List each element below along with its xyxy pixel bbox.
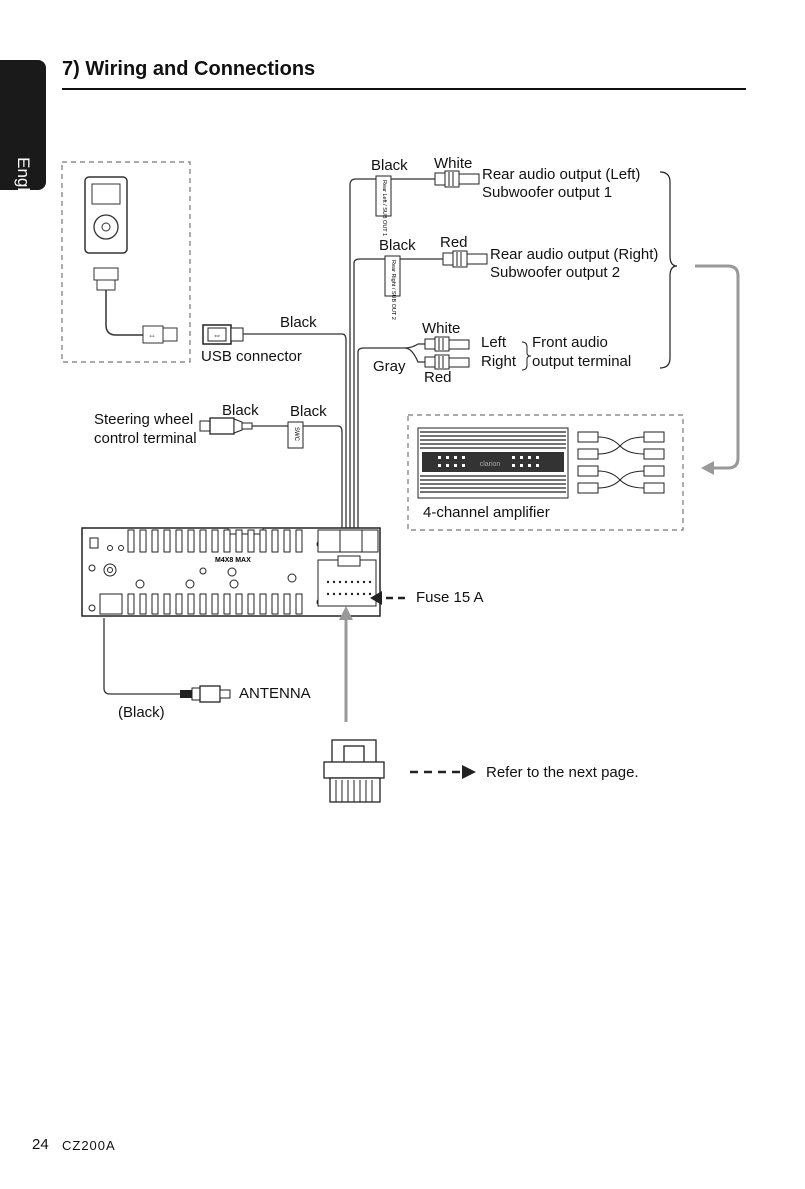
usb-connector-label: USB connector [201,348,302,365]
language-tab: English [0,60,46,213]
page-number: 24 [32,1136,49,1153]
front-red-label: Red [424,369,452,386]
amplifier-label: 4-channel amplifier [423,504,550,521]
svg-text:⇔: ⇔ [148,331,156,340]
front-gray-label: Gray [373,358,406,375]
fuse-label: Fuse 15 A [416,589,484,606]
arrow-to-amplifier-icon [701,461,714,475]
amplifier-box [407,414,684,531]
refer-next-page-label: Refer to the next page. [486,764,639,781]
front-audio-label-2: output terminal [532,353,632,370]
fuse-arrow-icon [370,591,382,605]
title-rule [62,88,746,90]
rear-left-label-2: Subwoofer output 1 [482,184,613,201]
rear-right-label-2: Subwoofer output 2 [490,264,621,281]
rear-right-label-1: Rear audio output (Right) [490,246,659,263]
ipod-box [61,161,191,363]
rear-left-label-1: Rear audio output (Left) [482,166,641,183]
swc-label-2: control terminal [94,430,197,447]
rca-red-right-rear-icon [442,250,488,268]
rear-left-plug-color: White [434,155,473,172]
rear-right-tag: Rear Right / SUB OUT 2 [384,255,401,320]
usb-wire-color: Black [280,314,317,331]
model-name: CZ200A [62,1138,116,1153]
front-left-label: Left [481,334,507,351]
svg-text:Rear Right / SUB OUT 2: Rear Right / SUB OUT 2 [390,260,396,320]
head-unit-chassis-icon: M4X8 MAX [81,527,381,617]
svg-text:⇔: ⇔ [213,330,222,340]
rca-front-left-icon [424,336,470,352]
swc-plug-color: Black [222,402,259,419]
usb-connector-icon: ⇔ [202,324,244,345]
ipod-icon: ⇔ [84,176,178,344]
iso-connector-icon [323,739,385,803]
svg-text:SWC: SWC [293,427,299,442]
front-audio-label-1: Front audio [532,334,608,351]
amplifier-icon: clarion [417,427,569,499]
swc-plug-icon [199,417,253,435]
antenna-plug-icon [180,685,231,703]
rca-white-left-rear-icon [434,170,480,188]
swc-tag: SWC [287,421,304,449]
rear-right-plug-color: Red [440,234,468,251]
page-title: 7) Wiring and Connections [62,58,316,80]
arrow-to-connector-icon [339,606,353,620]
svg-text:Rear Left / SUB OUT 1: Rear Left / SUB OUT 1 [381,180,387,236]
unit-marking: M4X8 MAX [215,557,251,564]
front-white-label: White [422,320,461,337]
rear-left-tag: Rear Left / SUB OUT 1 [375,175,392,236]
refer-arrow-icon [462,765,476,779]
swc-wire-color: Black [290,403,327,420]
rear-left-wire-color: Black [371,157,408,174]
amplifier-brand: clarion [480,461,501,468]
rca-front-right-icon [424,354,470,370]
swc-label-1: Steering wheel [94,411,194,428]
antenna-color-label: (Black) [118,704,165,721]
front-right-label: Right [481,353,517,370]
amp-rca-cables-icon [577,431,665,494]
rear-right-wire-color: Black [379,237,416,254]
antenna-label: ANTENNA [239,685,311,702]
